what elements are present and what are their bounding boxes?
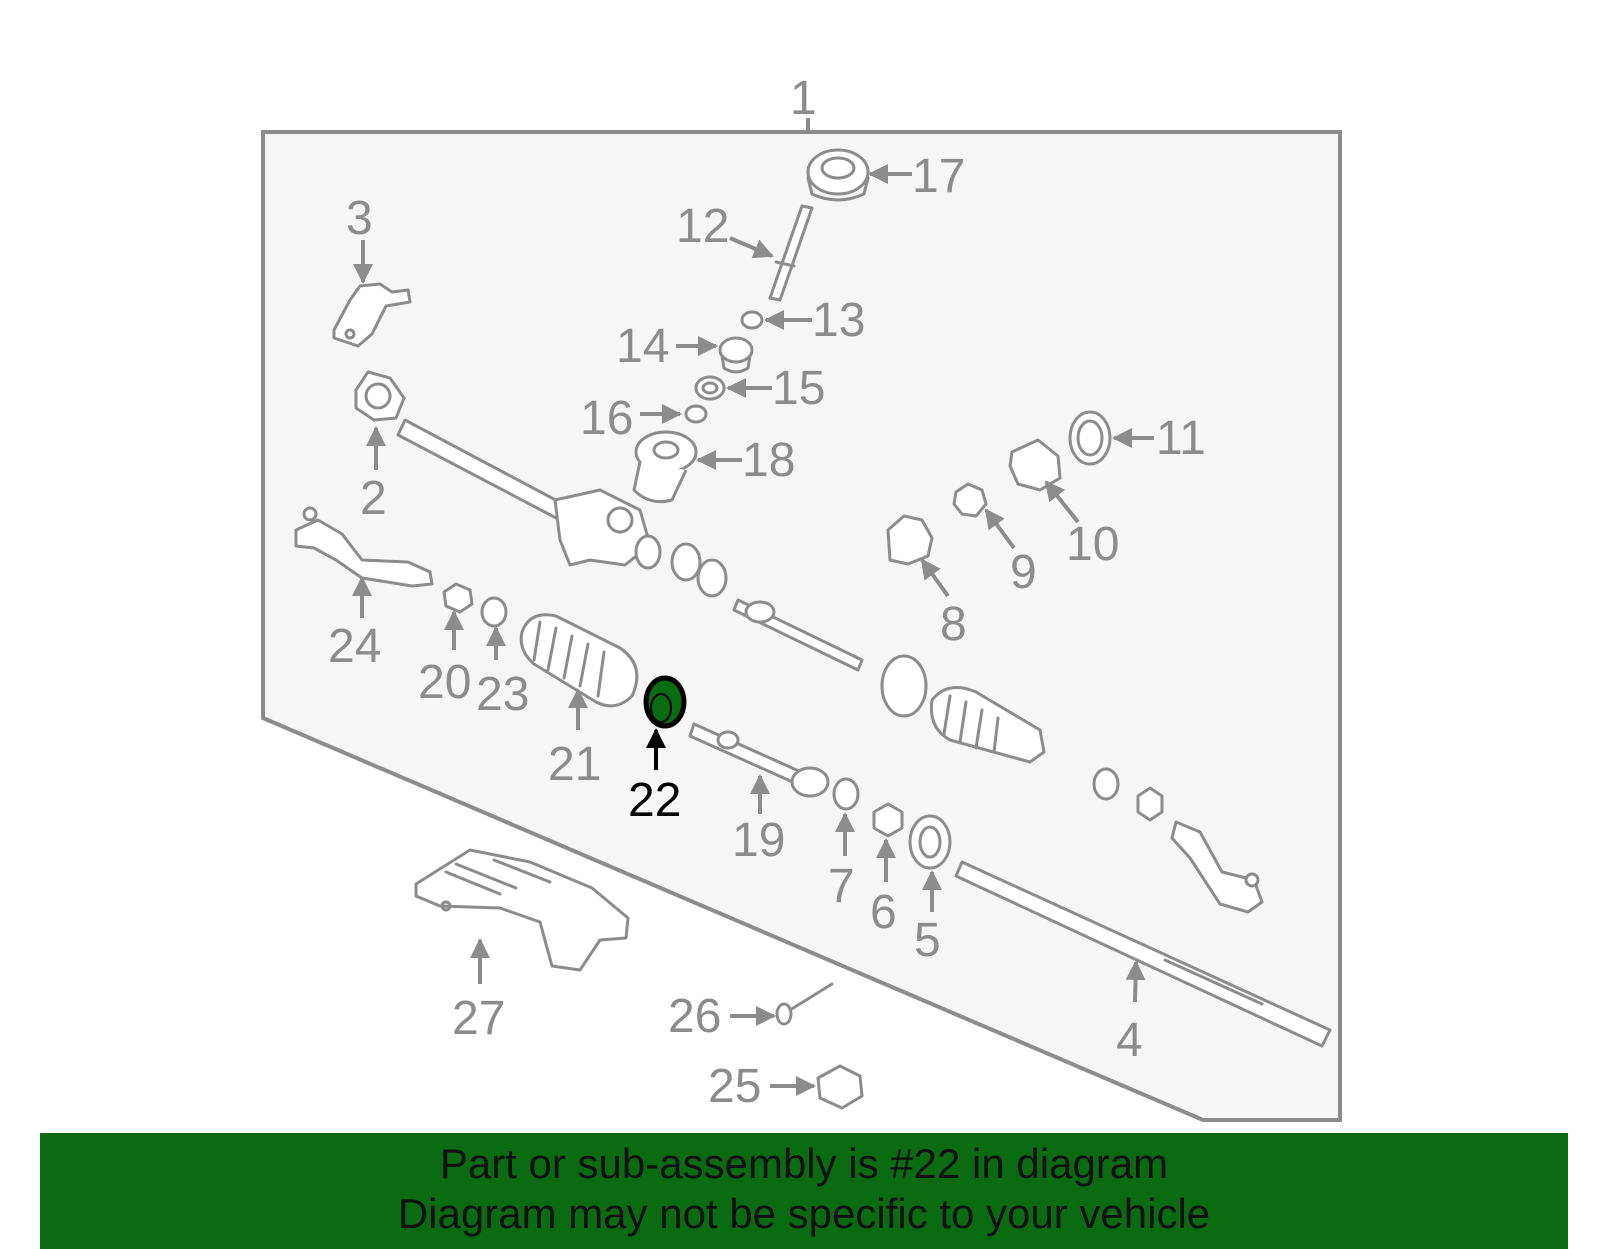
leader-10	[1044, 480, 1080, 524]
callout-11: 11	[1156, 412, 1206, 465]
part-25-nut	[816, 1064, 864, 1110]
callout-10: 10	[1066, 518, 1119, 571]
leader-12	[729, 236, 774, 259]
callout-24: 24	[328, 620, 381, 673]
part-13	[740, 310, 764, 330]
right-tie-rod-end	[1092, 767, 1264, 914]
part-17	[806, 148, 870, 202]
part-12-pinion-shaft	[768, 204, 814, 302]
callout-2: 2	[360, 472, 387, 525]
callout-23: 23	[476, 668, 529, 721]
part-9	[952, 482, 988, 518]
banner-line-2: Diagram may not be specific to your vehi…	[397, 1190, 1211, 1237]
info-banner: Part or sub-assembly is #22 in diagram D…	[40, 1133, 1568, 1249]
part-3-bracket	[332, 282, 412, 348]
banner-line-1: Part or sub-assembly is #22 in diagram	[439, 1140, 1169, 1187]
callout-20: 20	[418, 656, 471, 709]
rack-housing	[396, 418, 662, 570]
part-14	[718, 336, 754, 374]
leader-9	[984, 508, 1016, 550]
callout-5: 5	[914, 914, 941, 967]
callout-18: 18	[742, 434, 795, 487]
callout-3: 3	[346, 192, 373, 245]
part-26-bolt	[775, 982, 834, 1026]
part-8	[886, 514, 934, 566]
part-18	[632, 430, 698, 504]
part-19-inner-tie-rod	[688, 722, 830, 798]
part-15	[694, 375, 726, 401]
part-24-tie-rod-end	[294, 506, 434, 588]
callout-14: 14	[616, 320, 669, 373]
callout-4: 4	[1116, 1014, 1143, 1067]
upper-inner-tie-rod	[670, 542, 864, 672]
leader-8	[920, 558, 950, 598]
callout-17: 17	[912, 150, 965, 203]
part-27-heat-shield	[414, 848, 630, 972]
part-7-ring	[832, 777, 860, 811]
part-20-nut	[442, 582, 474, 614]
part-22-highlighted	[643, 675, 687, 729]
part-21-boot	[519, 613, 639, 708]
callout-27: 27	[452, 992, 505, 1045]
part-23-clamp	[480, 596, 508, 628]
right-boot	[880, 654, 1046, 764]
callout-21: 21	[548, 738, 601, 791]
part-11-clamp	[1068, 410, 1112, 466]
callout-6: 6	[870, 886, 897, 939]
part-6-nut	[872, 802, 904, 838]
callout-12: 12	[676, 200, 729, 253]
callout-7: 7	[828, 860, 855, 913]
callout-9: 9	[1010, 546, 1037, 599]
part-2-bushing	[354, 370, 406, 422]
part-16	[684, 404, 708, 424]
callout-26: 26	[668, 990, 721, 1043]
callout-13: 13	[812, 294, 865, 347]
part-5-seal	[908, 814, 952, 870]
leader-4	[1125, 960, 1146, 1003]
callout-22: 22	[628, 774, 681, 827]
callout-19: 19	[732, 814, 785, 867]
callout-1: 1	[790, 72, 817, 125]
assembly-frame	[261, 130, 1342, 1122]
part-4-rack-bar	[954, 860, 1332, 1048]
callout-16: 16	[580, 392, 633, 445]
callout-15: 15	[772, 362, 825, 415]
callout-25: 25	[708, 1060, 761, 1113]
callout-8: 8	[940, 598, 967, 651]
